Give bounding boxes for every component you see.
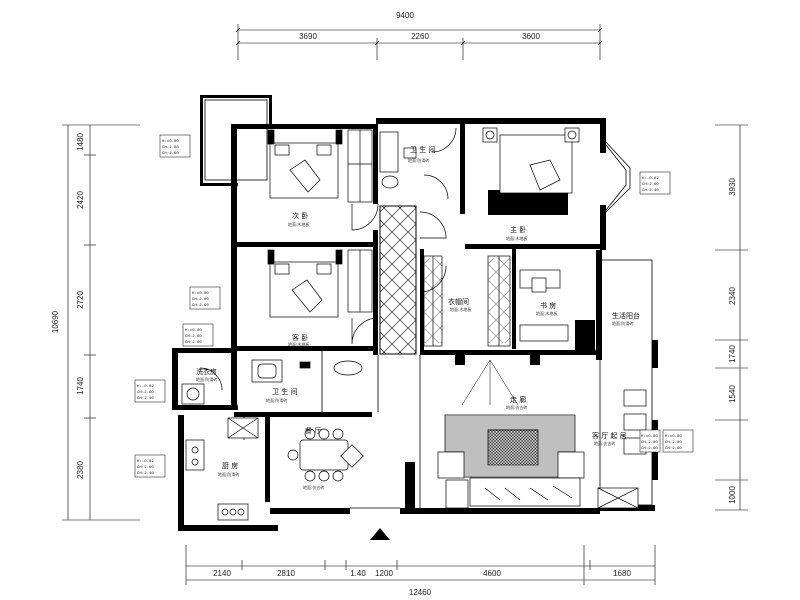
walls <box>172 95 658 531</box>
dim-right-seg-4: 1540 <box>728 385 737 403</box>
room-label-bedroom-w: 客 卧 <box>292 333 308 342</box>
tag-2-l3: CH:2.60 <box>185 341 202 345</box>
dim-left-seg-1: 1480 <box>76 133 85 151</box>
tag-0-l3: CH:2.60 <box>162 152 179 156</box>
room-label-laundry: 洗衣房 <box>196 367 217 376</box>
corridor-lines <box>461 359 519 406</box>
dim-right-seg-5: 1000 <box>728 486 737 504</box>
room-sub-laundry: 地面:防滑砖 <box>196 376 217 382</box>
entry-arrow-icon <box>370 528 390 540</box>
room-sub-toilet-n: 地面:防滑砖 <box>408 157 429 163</box>
tag-0-l1: H:±0.00 <box>162 140 179 144</box>
tag-1-l1: H:±0.00 <box>192 292 209 296</box>
tag-4-l2: CH:2.60 <box>137 466 154 470</box>
room-label-cloak: 衣帽间 <box>448 297 469 306</box>
room-sub-bedroom-nw: 地面:木地板 <box>288 221 309 227</box>
study-furniture <box>519 269 569 342</box>
room-sub-study: 地面:木地板 <box>536 310 557 316</box>
dim-bottom-seg-1: 2140 <box>213 569 231 578</box>
dim-bottom-seg-6: 1680 <box>613 569 631 578</box>
dim-bottom-seg-4: 1200 <box>375 569 393 578</box>
tag-7-l3: CH:2.60 <box>641 447 658 451</box>
tag-0-l2: CH:2.80 <box>162 146 179 150</box>
tag-5-l3: CH:2.40 <box>642 189 659 193</box>
bed-w <box>267 249 343 318</box>
room-sub-dining: 地面:仿古砖 <box>303 484 324 490</box>
room-sub-bath-w: 地面:防滑砖 <box>266 397 287 403</box>
bed-nw <box>267 129 343 199</box>
tag-1-l2: CH:2.80 <box>192 298 209 302</box>
dim-top-seg-3: 3600 <box>522 32 540 41</box>
tag-5-l1: H:-0.02 <box>642 177 659 181</box>
tag-2-l1: H:±0.00 <box>185 329 202 333</box>
dim-top-seg-1: 3690 <box>299 32 317 41</box>
tag-7-l1: H:±0.00 <box>641 435 658 439</box>
room-sub-master: 地面:木地板 <box>506 235 527 241</box>
room-label-bath-w: 卫 生 间 <box>272 387 297 396</box>
bath-fixtures-w <box>251 359 363 383</box>
dim-bottom-seg-3: 1.40 <box>350 569 366 578</box>
room-sub-kitchen: 地面:防滑砖 <box>218 471 239 477</box>
room-label-corridor: 走 廊 <box>510 395 526 404</box>
kitchen-fixtures <box>185 417 259 521</box>
closet-hatch-1 <box>424 258 442 343</box>
bed-master <box>482 127 580 194</box>
dim-bottom-total: 12460 <box>409 588 432 597</box>
room-sub-balcony: 地面:防滑砖 <box>612 320 633 326</box>
tag-6-l3: CH:2.60 <box>665 447 682 451</box>
closet-hatch-2 <box>488 258 510 343</box>
tag-3-l1: H:-0.02 <box>137 385 154 389</box>
room-label-study: 书 房 <box>540 301 556 310</box>
left-dimension-group <box>62 124 140 521</box>
room-label-balcony: 生活阳台 <box>612 311 640 320</box>
tag-3-l2: CH:2.60 <box>137 391 154 395</box>
tag-4-l3: CH:2.40 <box>137 472 154 476</box>
central-cabinet <box>379 205 417 355</box>
room-label-bedroom-nw: 次 卧 <box>292 211 308 220</box>
dim-left-seg-5: 2380 <box>76 461 85 479</box>
room-label-living: 客 厅 起 居 <box>592 431 627 440</box>
room-sub-living: 地面:仿古砖 <box>594 440 615 446</box>
dim-right-seg-1: 3930 <box>728 178 737 196</box>
dim-left-total: 10690 <box>51 310 60 333</box>
tag-2-l2: CH:2.80 <box>185 335 202 339</box>
tag-5-l2: CH:2.60 <box>642 183 659 187</box>
dim-right-seg-3: 1740 <box>728 345 737 363</box>
toilet-fixtures-n <box>379 131 417 189</box>
tag-6-l1: H:±0.00 <box>665 435 682 439</box>
right-dimension-group <box>715 124 748 511</box>
top-dimension-group <box>235 24 603 60</box>
room-label-kitchen: 厨 房 <box>222 461 238 470</box>
room-label-master: 主 卧 <box>510 225 526 234</box>
level-tag-texts: H:±0.00 CH:2.80 CH:2.60 H:±0.00 CH:2.80 … <box>137 140 682 476</box>
tag-4-l1: H:-0.02 <box>137 460 154 464</box>
laundry-fixtures <box>181 383 205 405</box>
room-sub-bedroom-w: 地面:木地板 <box>288 341 309 347</box>
room-sub-cloak: 地面:木地板 <box>450 306 471 312</box>
dining-set <box>287 428 364 482</box>
bottom-dimension-group <box>185 545 656 585</box>
balcony-cabinets <box>597 389 647 509</box>
room-sub-corridor: 地面:仿古砖 <box>506 404 527 410</box>
dim-top-seg-2: 2260 <box>411 32 429 41</box>
dim-left-seg-3: 2720 <box>76 291 85 309</box>
tag-6-l2: CH:2.80 <box>665 441 682 445</box>
living-furniture <box>437 414 585 509</box>
dim-top-total: 9400 <box>396 11 414 20</box>
tag-1-l3: CH:2.60 <box>192 304 209 308</box>
dim-bottom-seg-5: 4600 <box>483 569 501 578</box>
dim-bottom-seg-2: 2810 <box>277 569 295 578</box>
dim-right-seg-2: 2340 <box>728 287 737 305</box>
dim-left-seg-4: 1740 <box>76 377 85 395</box>
level-tags <box>134 134 694 478</box>
tag-3-l3: CH:2.40 <box>137 397 154 401</box>
dim-left-seg-2: 2420 <box>76 191 85 209</box>
room-label-toilet-n: 卫 生 间 <box>410 145 435 154</box>
tag-7-l2: CH:2.80 <box>641 441 658 445</box>
room-label-dining: 餐 厅 <box>305 426 321 435</box>
